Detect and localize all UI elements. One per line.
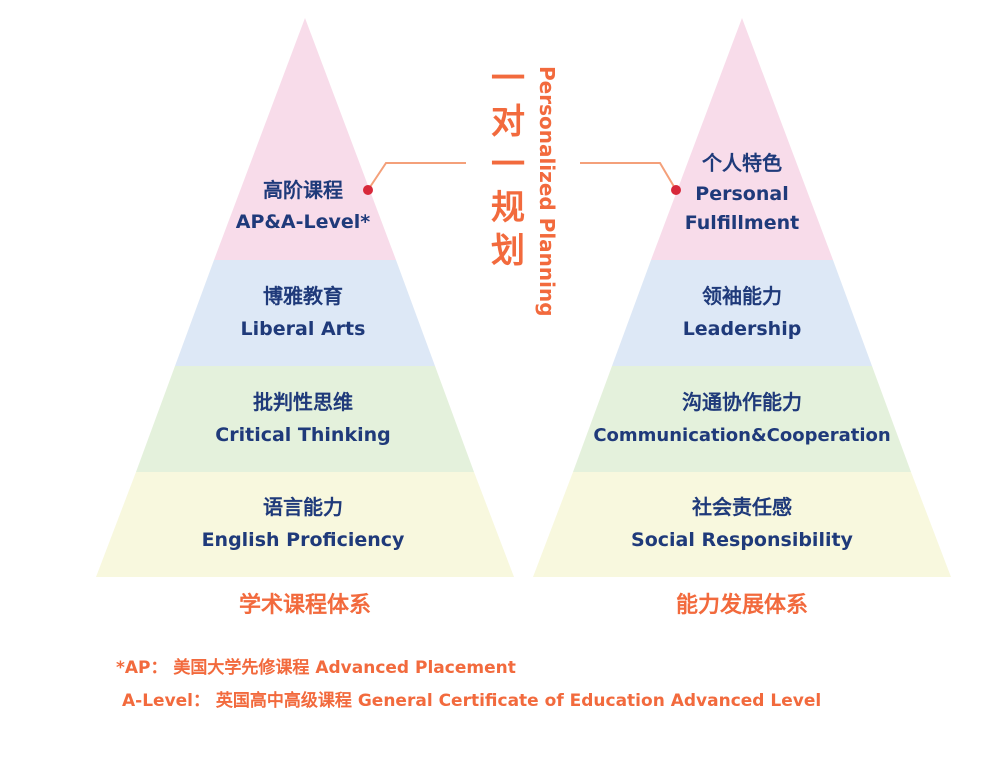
left-level-3-band: [136, 366, 474, 472]
left-level-4-zh: 语言能力: [263, 495, 343, 519]
left-level-3-zh: 批判性思维: [253, 390, 353, 414]
right-connector-dot: [671, 185, 681, 195]
right-level-2-en: Leadership: [683, 318, 802, 340]
right-level-1-en-line1: Personal: [695, 183, 788, 205]
left-pyramid-caption: 学术课程体系: [239, 592, 371, 618]
left-level-2-band: [175, 260, 435, 366]
right-pyramid-caption: 能力发展体系: [676, 592, 808, 618]
right-connector-line: [580, 162, 677, 191]
center-title-chinese: 一对一规划: [491, 59, 525, 271]
right-level-2-zh: 领袖能力: [702, 284, 782, 308]
left-level-4-band: [96, 472, 514, 577]
footnote-alevel: A-Level： 英国高中高级课程 General Certificate of…: [122, 691, 822, 711]
left-level-3-en: Critical Thinking: [215, 424, 390, 446]
right-pyramid: 个人特色 Personal Fulfillment 领袖能力 Leadershi…: [533, 18, 951, 618]
right-level-3-en: Communication&Cooperation: [593, 425, 890, 446]
right-level-3-band: [573, 366, 911, 472]
right-level-4-en: Social Responsibility: [631, 529, 854, 551]
left-level-4-en: English Proficiency: [202, 529, 405, 551]
left-level-2-zh: 博雅教育: [263, 284, 343, 308]
left-connector-dot: [363, 185, 373, 195]
left-level-1-zh: 高阶课程: [263, 178, 343, 202]
footnote-ap: *AP： 美国大学先修课程 Advanced Placement: [116, 658, 516, 678]
right-level-3-zh: 沟通协作能力: [682, 390, 802, 414]
left-level-2-en: Liberal Arts: [241, 318, 366, 340]
left-level-1-en: AP&A-Level*: [236, 211, 371, 233]
connectors: [363, 162, 681, 195]
left-connector-line: [367, 162, 466, 191]
center-title: 一对一规划 Personalized Planning: [491, 59, 559, 317]
center-title-english: Personalized Planning: [535, 66, 559, 317]
right-level-1-zh: 个人特色: [701, 151, 782, 175]
left-level-1-band: [214, 18, 396, 260]
right-level-1-en-line2: Fulfillment: [685, 212, 799, 234]
right-level-2-band: [612, 260, 872, 366]
left-pyramid: 高阶课程 AP&A-Level* 博雅教育 Liberal Arts 批判性思维…: [96, 18, 514, 618]
right-level-4-band: [533, 472, 951, 577]
right-level-4-zh: 社会责任感: [691, 495, 792, 519]
right-level-1-band: [651, 18, 833, 260]
